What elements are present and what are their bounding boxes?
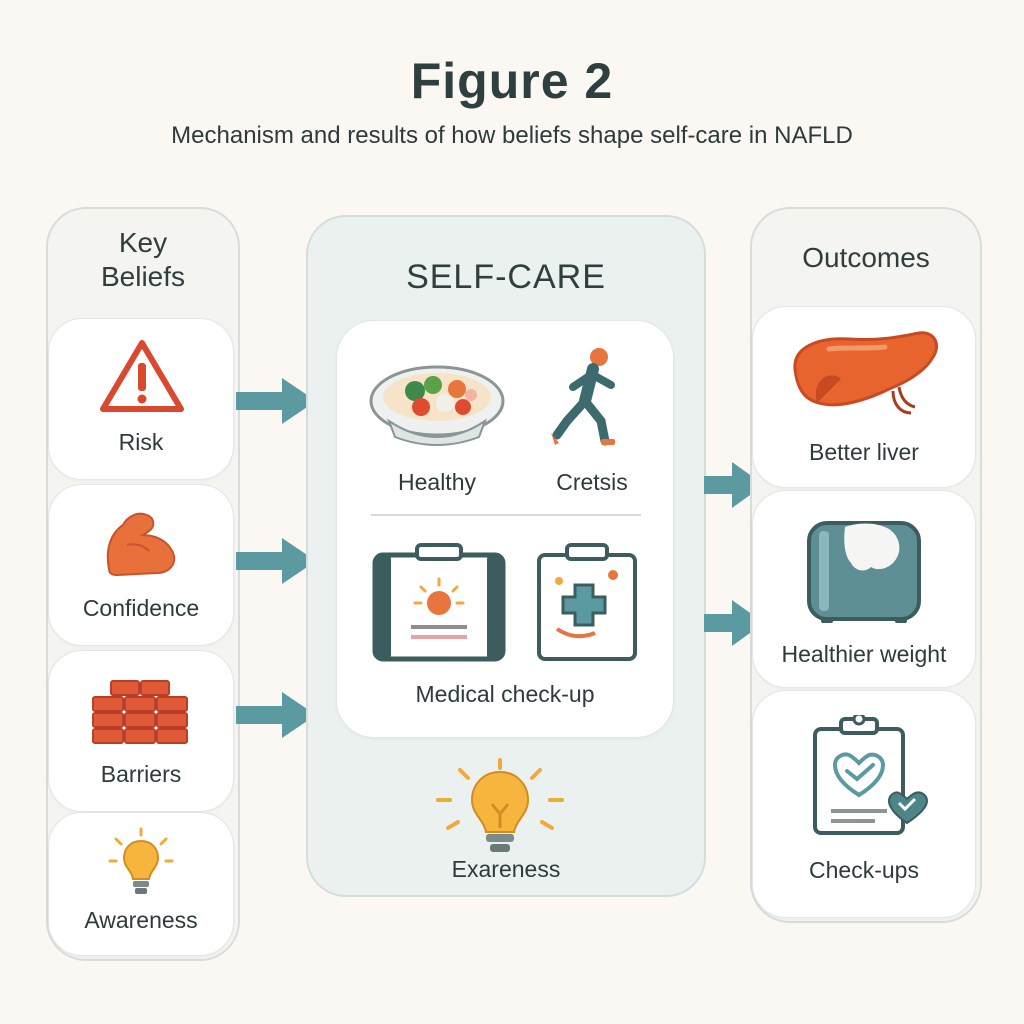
scale-icon [807, 521, 921, 623]
selfcare-activities-card: Healthy Cretsis Medical check-up [336, 320, 674, 738]
beliefs-heading-line2: Beliefs [100, 261, 186, 292]
clipboard-icon [372, 543, 506, 662]
belief-label-awareness: Awareness [84, 907, 198, 933]
belief-label-confidence: Confidence [82, 595, 200, 621]
flexed-arm-icon [106, 512, 176, 577]
belief-card-risk: Risk [48, 318, 234, 480]
selfcare-heading: SELF-CARE [406, 258, 606, 296]
selfcare-lightbulb-icon [436, 758, 564, 852]
belief-card-barriers: Barriers [48, 650, 234, 812]
outcome-card-checkups: Check-ups [752, 690, 976, 918]
outcome-card-weight: Healthier weight [752, 490, 976, 688]
outcome-label-checkups: Check-ups [809, 857, 919, 883]
running-person-icon [551, 348, 615, 446]
figure-title: Figure 2 [410, 53, 614, 109]
lightbulb-icon [108, 827, 174, 894]
activities-divider [371, 514, 641, 516]
outcomes-heading: Outcomes [802, 242, 930, 273]
belief-card-awareness: Awareness [48, 812, 234, 956]
selfcare-label-checkup: Medical check-up [415, 681, 595, 707]
arrow-selfcare-to-weight [704, 600, 764, 646]
outcome-label-liver: Better liver [809, 439, 919, 465]
selfcare-label-awareness: Exareness [451, 856, 561, 882]
arrow-selfcare-to-liver [704, 462, 764, 508]
heart-clipboard-icon [813, 715, 929, 835]
liver-icon [793, 331, 938, 415]
outcome-card-liver: Better liver [752, 306, 976, 488]
arrow-barriers-to-selfcare [236, 692, 316, 738]
salad-bowl-icon [369, 365, 505, 446]
selfcare-label-exercise: Cretsis [556, 469, 628, 495]
outcome-label-weight: Healthier weight [781, 641, 947, 667]
belief-card-confidence: Confidence [48, 484, 234, 646]
belief-label-risk: Risk [118, 429, 164, 455]
beliefs-heading-line1: Key [118, 227, 168, 258]
brick-wall-icon [92, 680, 188, 744]
beliefs-heading: Key Beliefs [46, 226, 240, 294]
arrow-risk-to-selfcare [236, 378, 316, 424]
warning-icon [100, 340, 184, 412]
selfcare-label-healthy: Healthy [398, 469, 476, 495]
belief-label-barriers: Barriers [100, 761, 182, 787]
arrow-confidence-to-selfcare [236, 538, 316, 584]
figure-subtitle: Mechanism and results of how beliefs sha… [171, 122, 853, 149]
medical-cross-clipboard-icon [537, 543, 637, 661]
